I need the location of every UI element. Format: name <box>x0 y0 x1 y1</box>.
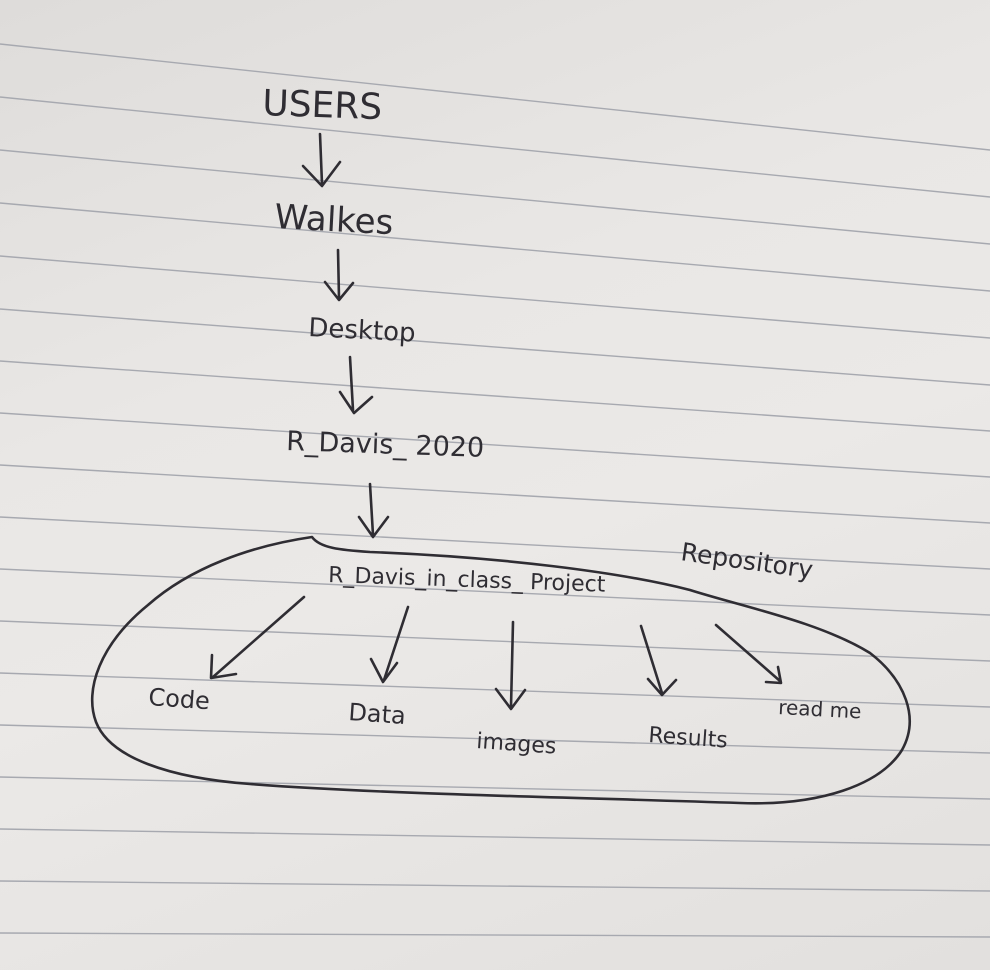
node-users: USERS <box>262 83 383 128</box>
rule-line <box>0 360 990 432</box>
ruled-lines <box>0 43 990 938</box>
rule-line <box>0 412 990 478</box>
arrows <box>209 132 783 711</box>
rule-line <box>0 202 990 292</box>
rule-line <box>0 516 990 570</box>
arrow-r-davis-2020-to-project <box>357 482 390 539</box>
node-images: images <box>476 729 558 760</box>
node-code: Code <box>148 683 211 715</box>
arrow-desktop-to-r-davis-2020 <box>338 355 374 415</box>
node-results: Results <box>648 723 729 753</box>
arrow-project-to-results <box>639 624 678 697</box>
rule-line <box>0 308 990 386</box>
rule-line <box>0 880 990 892</box>
arrow-project-to-images <box>494 620 527 711</box>
rule-line <box>0 932 990 938</box>
rule-line <box>0 828 990 846</box>
repository-label: Repository <box>679 537 815 584</box>
arrow-walkes-to-desktop <box>323 248 355 302</box>
repository-boundary <box>90 535 911 805</box>
rule-line <box>0 43 990 151</box>
rule-line <box>0 620 990 662</box>
arrow-project-to-data <box>369 605 410 684</box>
arrow-project-to-readme <box>714 623 783 685</box>
arrow-project-to-code <box>209 595 306 680</box>
rule-line <box>0 672 990 708</box>
arrow-users-to-walkes <box>301 132 342 188</box>
rule-line <box>0 568 990 616</box>
rule-line <box>0 464 990 524</box>
rule-line <box>0 724 990 754</box>
rule-line <box>0 96 990 198</box>
rule-line <box>0 149 990 245</box>
node-desktop: Desktop <box>308 313 417 349</box>
node-data: Data <box>348 698 407 730</box>
node-walkes: Walkes <box>274 197 395 243</box>
node-readme: read me <box>778 695 862 723</box>
rule-line <box>0 255 990 339</box>
node-r-davis-2020: R_Davis_ 2020 <box>286 426 485 464</box>
